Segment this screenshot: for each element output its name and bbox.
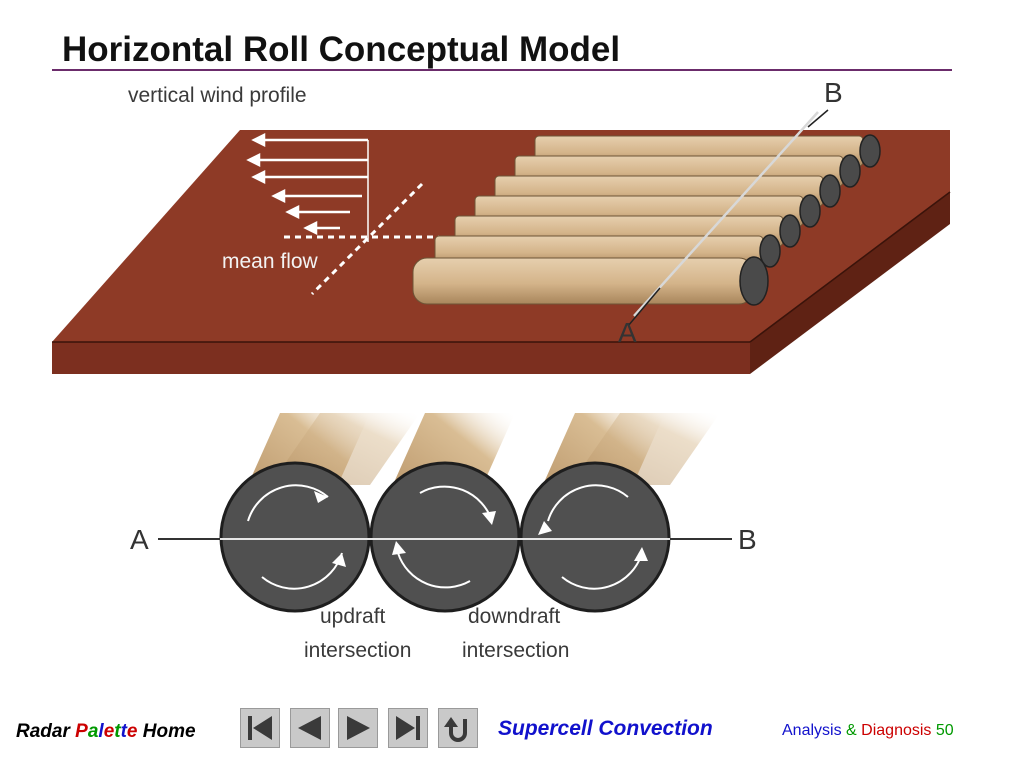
- previous-page-button[interactable]: [290, 708, 330, 748]
- roll-cross-section: [519, 461, 671, 613]
- roll-cross-section: [219, 461, 371, 613]
- roll-cross-section: [369, 461, 521, 613]
- u-turn-icon: [444, 717, 467, 742]
- cross-section-line: [633, 111, 819, 317]
- ground-slab-side: [750, 192, 950, 374]
- breadcrumb-diagnosis: Diagnosis: [861, 722, 932, 739]
- section-title-link[interactable]: Supercell Convection: [498, 717, 713, 740]
- point-a-label: A: [618, 317, 637, 348]
- downdraft-label: downdraft: [468, 605, 560, 628]
- breadcrumb-analysis: Analysis: [782, 722, 842, 739]
- home-word-home: Home: [142, 721, 196, 742]
- palette-letter: t: [120, 721, 127, 742]
- palette-letter: e: [103, 721, 115, 742]
- skip-forward-icon: [396, 716, 420, 740]
- palette-letter: P: [75, 721, 88, 742]
- slide-title: Horizontal Roll Conceptual Model: [62, 30, 621, 69]
- wind-profile-arrows: [246, 132, 369, 242]
- mean-flow-label: mean flow: [222, 250, 319, 273]
- title-underline: [52, 69, 952, 71]
- palette-letter: l: [98, 721, 104, 742]
- last-page-button[interactable]: [388, 708, 428, 748]
- roll-cylinder: [412, 256, 769, 306]
- downdraft-intersection-label: intersection: [462, 639, 569, 662]
- ground-slab-front: [52, 342, 750, 374]
- point-a-label: A: [130, 524, 149, 555]
- updraft-intersection-label: intersection: [304, 639, 411, 662]
- radar-palette-home-link[interactable]: Radar Palette Home: [16, 721, 196, 743]
- horizontal-roll-diagram: vertical wind profile mean flow A B: [52, 77, 951, 374]
- point-b-label: B: [824, 77, 843, 108]
- breadcrumb-ampersand: &: [846, 722, 857, 739]
- breadcrumb: Analysis & Diagnosis 50: [782, 722, 954, 740]
- return-button[interactable]: [438, 708, 478, 748]
- roll-cross-section-diagram: A B updraft intersection downdraft inter…: [130, 413, 757, 662]
- point-b-label: B: [738, 524, 757, 555]
- palette-letter: a: [87, 721, 99, 742]
- page-number: 50: [935, 722, 954, 739]
- triangle-left-icon: [298, 716, 321, 740]
- footer-nav: Radar Palette Home Supercell Convection …: [0, 700, 1024, 760]
- vertical-wind-profile-label: vertical wind profile: [128, 84, 307, 107]
- palette-letter: e: [126, 721, 138, 742]
- first-page-button[interactable]: [240, 708, 280, 748]
- next-page-button[interactable]: [338, 708, 378, 748]
- skip-back-icon: [248, 716, 272, 740]
- palette-word: Palette: [75, 721, 137, 742]
- home-word-radar: Radar: [16, 721, 70, 742]
- updraft-label: updraft: [320, 605, 386, 628]
- triangle-right-icon: [347, 716, 370, 740]
- palette-letter: t: [114, 721, 121, 742]
